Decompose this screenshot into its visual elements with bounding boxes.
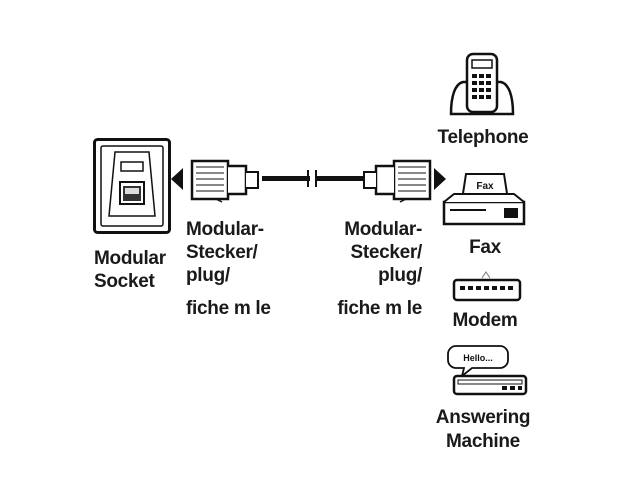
fax-label: Fax	[469, 237, 501, 258]
plug-left-label-line3: plug/	[186, 265, 230, 286]
bubble-text: Hello...	[463, 353, 493, 363]
cable-break-left	[307, 170, 309, 187]
arrow-right-icon	[434, 168, 446, 190]
modem-label: Modem	[452, 310, 518, 331]
wall-socket-icon	[93, 138, 171, 234]
fax-tag-text: Fax	[476, 181, 494, 192]
cable-break-right	[315, 170, 317, 187]
plug-right-label-line4: fiche m le	[337, 298, 422, 319]
telephone-label: Telephone	[437, 127, 529, 148]
plug-right-label-line1: Modular-	[344, 219, 422, 240]
answering-label-line1: Answering	[435, 407, 531, 428]
answering-label-line2: Machine	[446, 431, 520, 452]
plug-left-label-line1: Modular-	[186, 219, 264, 240]
socket-label-line2: Socket	[94, 271, 155, 292]
plug-right-label-line2: Stecker/	[350, 242, 422, 263]
modular-plug-left-icon	[190, 159, 259, 203]
cable-right	[317, 176, 365, 181]
fax-machine-icon: Fax	[442, 173, 526, 226]
modem-icon	[452, 271, 522, 302]
cable-left	[262, 176, 310, 181]
plug-left-label-line4: fiche m le	[186, 298, 271, 319]
plug-left-label-line2: Stecker/	[186, 242, 258, 263]
plug-right-label-line3: plug/	[378, 265, 422, 286]
socket-label-line1: Modular	[94, 248, 166, 269]
answering-machine-icon: Hello...	[447, 345, 528, 396]
telephone-icon	[449, 52, 515, 116]
modular-plug-right-icon	[363, 159, 432, 203]
arrow-left-icon	[171, 168, 183, 190]
